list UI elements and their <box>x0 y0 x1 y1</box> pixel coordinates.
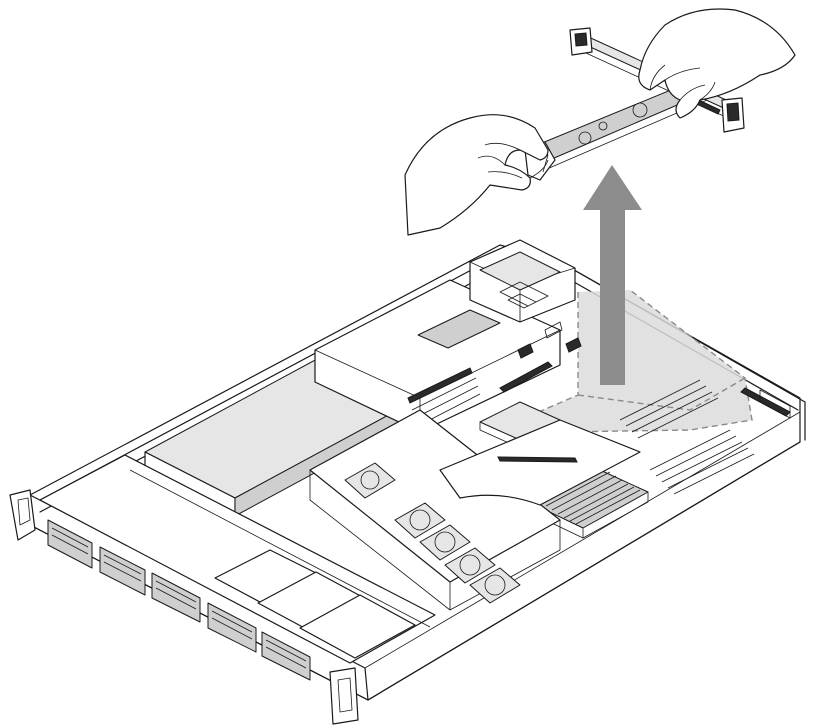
top-cover-panels <box>214 549 416 659</box>
memory-dimm-slots <box>619 379 791 495</box>
system-fan <box>344 462 396 499</box>
system-fan <box>444 547 496 584</box>
fan-bay <box>309 409 561 611</box>
air-duct <box>439 419 641 506</box>
riser-slot-dashed-outline <box>517 289 753 433</box>
right-hand-icon <box>638 8 796 119</box>
riser-cable <box>497 456 578 463</box>
psu-vent-slots <box>407 367 481 427</box>
power-supply-cage <box>144 239 576 517</box>
left-hand-icon <box>404 114 549 236</box>
system-fan <box>419 524 471 561</box>
drive-bays <box>47 519 311 681</box>
main-heatsink <box>534 467 649 539</box>
system-fan <box>469 567 521 604</box>
up-arrow-icon <box>583 165 642 385</box>
rack-ear-left <box>9 489 36 541</box>
chassis-front-edge <box>364 411 801 669</box>
rear-connectors <box>499 321 582 393</box>
rack-ear-right <box>329 667 359 725</box>
system-fan <box>394 502 446 539</box>
